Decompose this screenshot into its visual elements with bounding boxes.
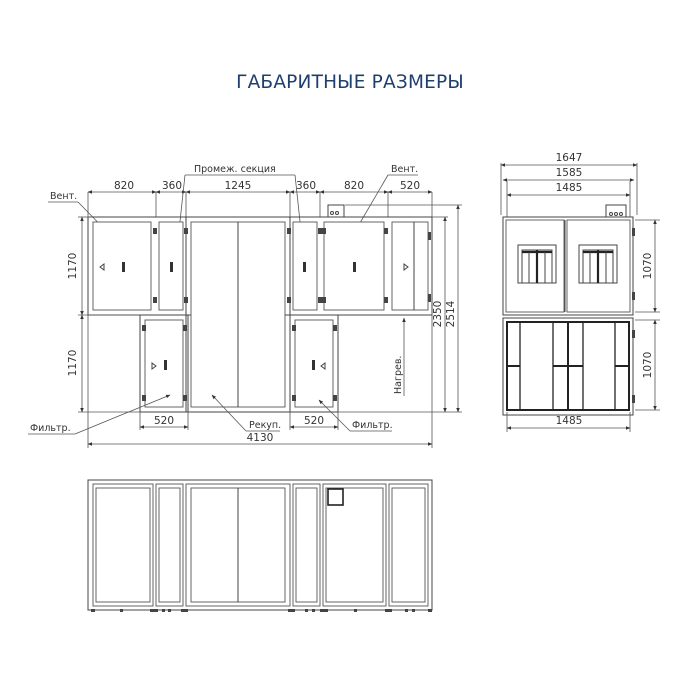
recuperator-frame xyxy=(507,323,629,409)
top-view xyxy=(87,479,433,612)
dim-side-width-1647: 1647 xyxy=(556,152,583,164)
handle-icon xyxy=(312,360,315,370)
dim-side-lower-height: 1070 xyxy=(642,352,654,379)
dim-filter-left: 520 xyxy=(154,415,174,427)
dim-side-width-1485: 1485 xyxy=(556,182,583,194)
handle-icon xyxy=(353,262,356,272)
dim-upper-height: 1170 xyxy=(67,253,79,280)
arrow-marker-icon xyxy=(151,362,157,370)
inspection-window-icon xyxy=(517,244,557,284)
handle-icon xyxy=(170,262,173,272)
label-intermediate-section: Промеж. секция xyxy=(194,164,276,175)
dim-heater-width: 520 xyxy=(400,180,420,192)
arrow-marker-icon xyxy=(403,263,409,271)
top-dimension-chain: 820 360 1245 360 820 520 xyxy=(87,180,433,217)
handle-icon xyxy=(122,262,125,272)
handle-icon xyxy=(303,262,306,272)
arrow-marker-icon xyxy=(99,263,105,271)
label-filter-right: Фильтр. xyxy=(352,420,393,431)
label-vent-right: Вент. xyxy=(391,164,418,175)
dim-height-2350: 2350 xyxy=(432,301,444,328)
side-view: 1647 1585 1485 xyxy=(500,152,660,432)
dim-side-upper-height: 1070 xyxy=(642,253,654,280)
dim-height-2514: 2514 xyxy=(445,300,457,327)
inspection-window-icon xyxy=(578,244,618,284)
label-recuperator: Рекуп. xyxy=(249,420,281,431)
dim-vent-right: 820 xyxy=(344,180,364,192)
arrow-marker-icon xyxy=(320,362,326,370)
dim-section-360-right: 360 xyxy=(296,180,316,192)
dim-filter-right: 520 xyxy=(304,415,324,427)
label-vent-left: Вент. xyxy=(50,191,77,202)
page-title: ГАБАРИТНЫЕ РАЗМЕРЫ xyxy=(236,72,464,93)
dim-section-360-left: 360 xyxy=(162,180,182,192)
label-heater: Нагрев. xyxy=(393,356,404,394)
dim-vent-left: 820 xyxy=(114,180,134,192)
dim-side-width-1585: 1585 xyxy=(556,167,583,179)
label-filter-left: Фильтр. xyxy=(30,423,71,434)
dim-side-bottom-width: 1485 xyxy=(556,415,583,427)
control-box-icon xyxy=(327,204,345,218)
service-hatch-icon xyxy=(327,488,344,506)
dim-recuperator-width: 1245 xyxy=(225,180,252,192)
dim-lower-height: 1170 xyxy=(67,350,79,377)
front-view: 820 360 1245 360 820 520 Вент. Промеж. с… xyxy=(28,164,462,448)
dim-total-length: 4130 xyxy=(247,432,274,444)
handle-icon xyxy=(164,360,167,370)
